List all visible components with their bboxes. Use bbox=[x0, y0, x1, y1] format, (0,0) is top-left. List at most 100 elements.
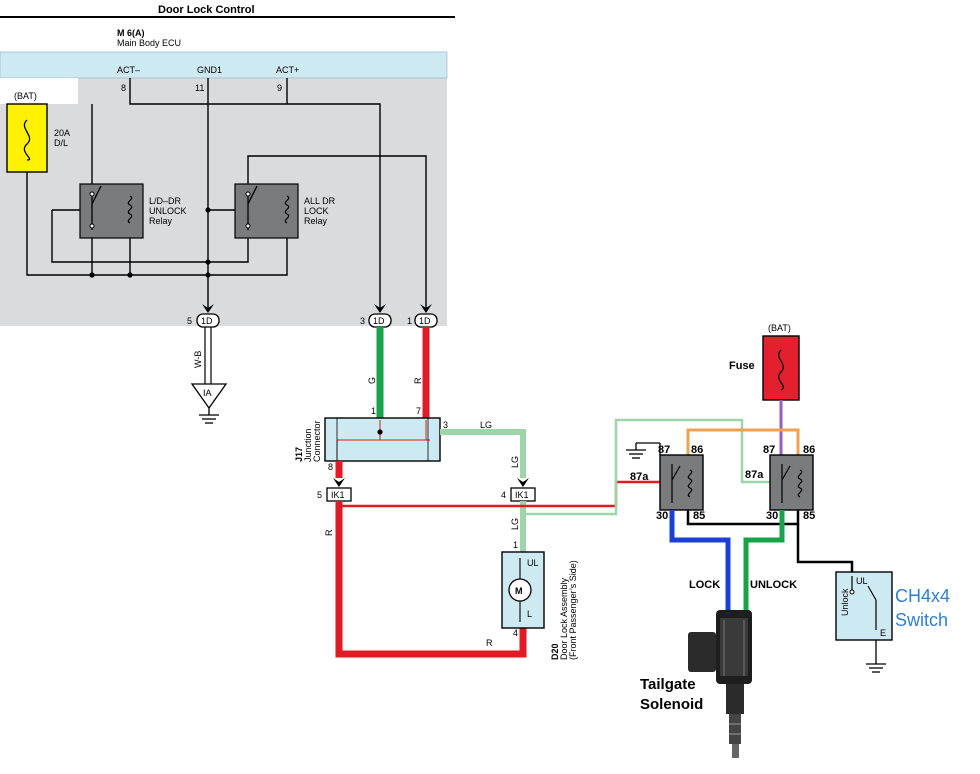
ik-arrows bbox=[333, 478, 529, 487]
pin-num-11: 11 bbox=[195, 83, 204, 93]
junction-outline-lines bbox=[336, 418, 429, 461]
added-ground-top bbox=[626, 442, 661, 459]
pin-label-act-plus: ACT+ bbox=[276, 65, 299, 75]
wire-r-bottom-label: R bbox=[324, 529, 334, 536]
connector-1d-left-num: 5 bbox=[187, 316, 192, 326]
wire-wb bbox=[204, 327, 212, 384]
ecu-fuse-symbol bbox=[23, 119, 31, 161]
connector-1d-left bbox=[196, 313, 220, 328]
ch4x4-switch-e: E bbox=[880, 628, 886, 638]
relay-right-86: 86 bbox=[803, 444, 815, 456]
wire-wb-label: W-B bbox=[193, 351, 203, 368]
relay-right-30: 30 bbox=[766, 510, 778, 522]
ecu-internal-wiring bbox=[26, 78, 427, 312]
ecu-unlock-relay bbox=[79, 183, 144, 239]
ecu-name: Main Body ECU bbox=[117, 38, 181, 48]
ecu-fuse-name: D/L bbox=[54, 138, 68, 148]
junction-pin7: 7 bbox=[416, 406, 421, 416]
junction-pin3: 3 bbox=[443, 420, 448, 430]
ecu-box bbox=[0, 51, 448, 326]
relay-left-30: 30 bbox=[656, 510, 668, 522]
wire-85-link bbox=[686, 510, 800, 526]
ch4x4-label-2: Switch bbox=[895, 610, 948, 630]
wire-r-lower-label: R bbox=[486, 638, 493, 648]
wire-85-to-switch bbox=[796, 524, 854, 576]
diagram-title: Door Lock Control bbox=[158, 4, 255, 16]
connector-1d-left-code: 1D bbox=[201, 316, 213, 326]
ecu-fuse-yellow bbox=[6, 103, 48, 173]
relay-right-87: 87 bbox=[763, 444, 775, 456]
added-fuse-red bbox=[762, 335, 800, 401]
added-bat-label: (BAT) bbox=[768, 323, 791, 333]
wire-unlock-green bbox=[743, 510, 785, 612]
connector-1d-mid-code: 1D bbox=[373, 316, 385, 326]
wire-lg-top bbox=[440, 429, 526, 478]
lock-label: LOCK bbox=[689, 579, 720, 591]
wire-g-label: G bbox=[367, 377, 377, 384]
ecu-lock-relay bbox=[234, 183, 299, 239]
relay-left-85: 85 bbox=[693, 510, 705, 522]
wire-r-label: R bbox=[413, 377, 423, 384]
relay-left-86: 86 bbox=[691, 444, 703, 456]
relay-left-87a: 87a bbox=[630, 471, 649, 483]
junction-pin1: 1 bbox=[371, 406, 376, 416]
junction-pin8: 8 bbox=[328, 462, 333, 472]
added-relay-left bbox=[659, 454, 704, 511]
pin-label-gnd1: GND1 bbox=[197, 65, 222, 75]
pin-num-9: 9 bbox=[277, 83, 282, 93]
connector-ik1-right-num: 4 bbox=[501, 490, 506, 500]
ground-ia-symbol bbox=[199, 408, 219, 424]
junction-code: J17 bbox=[294, 447, 304, 462]
wire-lg-label: LG bbox=[480, 420, 492, 430]
door-lock-ul: UL bbox=[527, 558, 539, 568]
ecu-connector-arrows bbox=[202, 304, 432, 313]
connector-1d-right-code: 1D bbox=[419, 316, 431, 326]
door-lock-code: D20 bbox=[550, 643, 560, 660]
unlock-label: UNLOCK bbox=[750, 579, 797, 591]
ch4x4-switch-contact bbox=[849, 589, 855, 595]
unlock-relay-label-2: UNLOCK bbox=[149, 206, 187, 216]
door-lock-pin1: 1 bbox=[513, 540, 518, 550]
added-relay-right-internal bbox=[781, 464, 803, 503]
door-lock-side: (Front Passenger’s Side) bbox=[568, 560, 578, 660]
connector-ik1-left-code: IK1 bbox=[331, 490, 345, 500]
ecu-fuse-rating: 20A bbox=[54, 128, 70, 138]
door-lock-name: Door Lock Assembly bbox=[559, 577, 569, 660]
pin-label-act-minus: ACT– bbox=[117, 65, 140, 75]
unlock-relay-label-1: L/D–DR bbox=[149, 196, 182, 206]
wire-lg-splice bbox=[523, 418, 770, 516]
ch4x4-ground bbox=[866, 640, 886, 673]
added-relay-right bbox=[769, 454, 814, 511]
connector-ik1-left-num: 5 bbox=[317, 490, 322, 500]
solenoid-label-2: Solenoid bbox=[640, 696, 703, 713]
wire-lg-vert-label: LG bbox=[510, 456, 520, 468]
ecu-junction-dots bbox=[89, 207, 211, 278]
wire-lg-lower-label: LG bbox=[510, 518, 520, 530]
added-fuse-symbol bbox=[778, 349, 784, 391]
connector-1d-right-num: 1 bbox=[407, 316, 412, 326]
ch4x4-label-1: CH4x4 bbox=[895, 586, 950, 606]
ch4x4-switch-ul: UL bbox=[856, 576, 868, 586]
ecu-code: M 6(A) bbox=[117, 28, 145, 38]
ch4x4-switch-internal bbox=[851, 576, 877, 630]
connector-ik1-right-code: IK1 bbox=[515, 490, 529, 500]
ecu-bat-label: (BAT) bbox=[14, 91, 37, 101]
junction-name-2: Connector bbox=[312, 420, 322, 462]
door-lock-pin4: 4 bbox=[513, 628, 518, 638]
wire-r-loop bbox=[335, 501, 527, 658]
tailgate-solenoid-icon bbox=[688, 610, 752, 758]
lock-relay-label-3: Relay bbox=[304, 216, 328, 226]
pin-num-8: 8 bbox=[121, 83, 126, 93]
relay-right-87a: 87a bbox=[745, 469, 764, 481]
ecu-connector-strip bbox=[0, 51, 448, 79]
relay-right-85: 85 bbox=[803, 510, 815, 522]
connector-1d-mid-num: 3 bbox=[360, 316, 365, 326]
door-lock-motor-label: M bbox=[515, 586, 523, 596]
ground-ia-label: IA bbox=[203, 388, 212, 398]
unlock-relay-label-3: Relay bbox=[149, 216, 173, 226]
added-relay-left-internal bbox=[671, 464, 693, 503]
solenoid-label-1: Tailgate bbox=[640, 676, 696, 693]
junction-dot bbox=[377, 429, 383, 435]
wire-lock-blue bbox=[669, 510, 731, 612]
